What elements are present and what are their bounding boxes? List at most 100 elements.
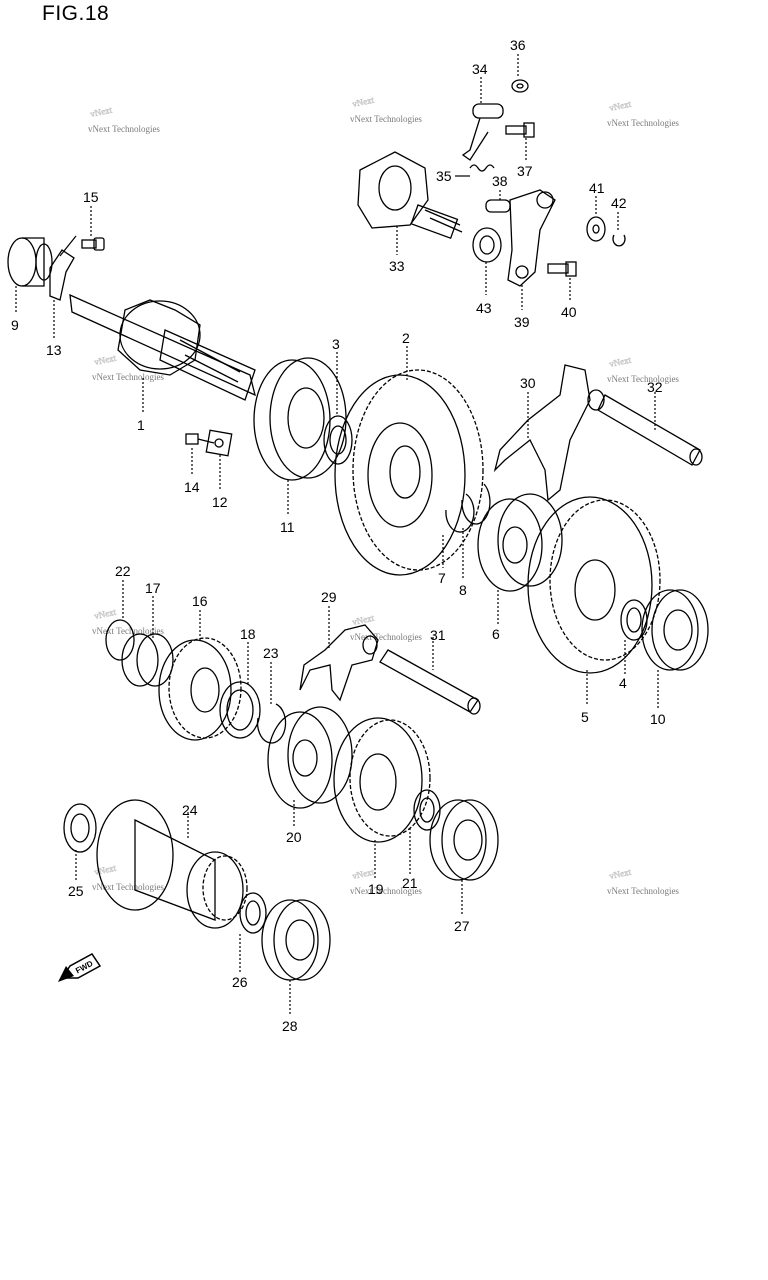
watermark: vNext vNext Technologies (350, 612, 422, 642)
callout-2: 2 (402, 330, 410, 346)
callout-5: 5 (581, 709, 589, 725)
callout-26: 26 (232, 974, 248, 990)
part-washer-25 (63, 803, 97, 853)
part-bearing-28 (261, 899, 331, 981)
watermark: vNext vNext Technologies (607, 98, 679, 128)
callout-4: 4 (619, 675, 627, 691)
part-washer-12 (205, 429, 233, 457)
callout-18: 18 (240, 626, 256, 642)
part-shift-fork-29 (299, 624, 379, 702)
callout-24: 24 (182, 802, 198, 818)
callout-40: 40 (561, 304, 577, 320)
callout-33: 33 (389, 258, 405, 274)
callout-43: 43 (476, 300, 492, 316)
svg-text:vNext: vNext (351, 613, 375, 627)
svg-text:vNext: vNext (608, 867, 632, 881)
watermarks: vNext vNext Technologies vNext vNext Tec… (88, 94, 679, 896)
callout-17: 17 (145, 580, 161, 596)
svg-text:vNext: vNext (608, 355, 632, 369)
callout-32: 32 (647, 379, 663, 395)
watermark-text: vNext Technologies (607, 374, 679, 384)
part-bolt-14 (185, 433, 215, 445)
watermark-text: vNext Technologies (88, 124, 160, 134)
callout-1: 1 (137, 417, 145, 433)
callout-29: 29 (321, 589, 337, 605)
callout-8: 8 (459, 582, 467, 598)
part-shift-rod-32 (597, 394, 703, 466)
part-bushing-17 (121, 633, 174, 687)
watermark-text: vNext Technologies (92, 882, 164, 892)
callout-34: 34 (472, 61, 488, 77)
callout-14: 14 (184, 479, 200, 495)
callout-6: 6 (492, 626, 500, 642)
part-shift-arm-39 (507, 189, 556, 287)
part-shift-rod-31 (379, 649, 481, 715)
callout-10: 10 (650, 711, 666, 727)
watermark: vNext vNext Technologies (607, 866, 679, 896)
part-bolt-40 (547, 261, 577, 277)
part-washer-36 (511, 79, 529, 93)
part-washer-22 (105, 619, 135, 661)
part-bolt-37 (505, 122, 535, 138)
watermark-text: vNext Technologies (350, 886, 422, 896)
svg-text:vNext: vNext (89, 105, 113, 119)
watermark: vNext vNext Technologies (350, 94, 422, 124)
part-shift-drum-33 (357, 151, 463, 239)
callout-37: 37 (517, 163, 533, 179)
watermark-text: vNext Technologies (607, 886, 679, 896)
callout-22: 22 (115, 563, 131, 579)
callout-42: 42 (611, 195, 627, 211)
part-bearing-10 (641, 589, 709, 671)
callouts: 1 2 3 4 5 6 7 8 9 10 11 12 13 14 15 16 1… (11, 37, 666, 1034)
watermark: vNext vNext Technologies (92, 352, 164, 382)
part-gear-5 (527, 496, 661, 674)
part-gear-19 (333, 717, 431, 843)
part-plate-13 (49, 249, 75, 301)
part-clip-23 (256, 703, 287, 744)
svg-text:vNext: vNext (351, 867, 375, 881)
fwd-arrow: FWD (58, 953, 102, 982)
part-washer-18 (219, 681, 261, 739)
part-washer-26 (239, 892, 267, 934)
part-spring-35 (469, 164, 495, 172)
leader-lines (15, 54, 659, 1014)
part-circlip-8 (461, 483, 491, 525)
part-shift-fork-30 (493, 364, 605, 502)
watermark: vNext vNext Technologies (92, 862, 164, 892)
callout-36: 36 (510, 37, 526, 53)
part-gear-6 (477, 493, 563, 592)
callout-31: 31 (430, 627, 446, 643)
callout-12: 12 (212, 494, 228, 510)
callout-3: 3 (332, 336, 340, 352)
part-ring-3 (323, 415, 353, 465)
callout-20: 20 (286, 829, 302, 845)
callout-41: 41 (589, 180, 605, 196)
part-drawings (7, 79, 709, 981)
part-washer-41 (586, 216, 606, 242)
callout-16: 16 (192, 593, 208, 609)
part-stopper-arm-34 (461, 103, 504, 161)
part-countershaft-1 (69, 293, 256, 401)
callout-38: 38 (492, 173, 508, 189)
callout-9: 9 (11, 317, 19, 333)
svg-text:vNext: vNext (93, 353, 117, 367)
part-gear-20 (267, 706, 353, 809)
watermark-text: vNext Technologies (92, 626, 164, 636)
callout-23: 23 (263, 645, 279, 661)
callout-19: 19 (368, 881, 384, 897)
svg-text:vNext: vNext (608, 99, 632, 113)
callout-15: 15 (83, 189, 99, 205)
watermark-text: vNext Technologies (92, 372, 164, 382)
figure-title: FIG.18 (42, 2, 110, 25)
part-oil-seal-43 (472, 227, 502, 263)
callout-30: 30 (520, 375, 536, 391)
watermark: vNext vNext Technologies (92, 606, 164, 636)
callout-13: 13 (46, 342, 62, 358)
part-washer-21 (413, 789, 441, 831)
part-circlip-7 (445, 493, 475, 533)
svg-text:vNext: vNext (351, 95, 375, 109)
part-washer-4 (620, 599, 648, 641)
callout-27: 27 (454, 918, 470, 934)
part-bearing-9 (7, 237, 53, 287)
